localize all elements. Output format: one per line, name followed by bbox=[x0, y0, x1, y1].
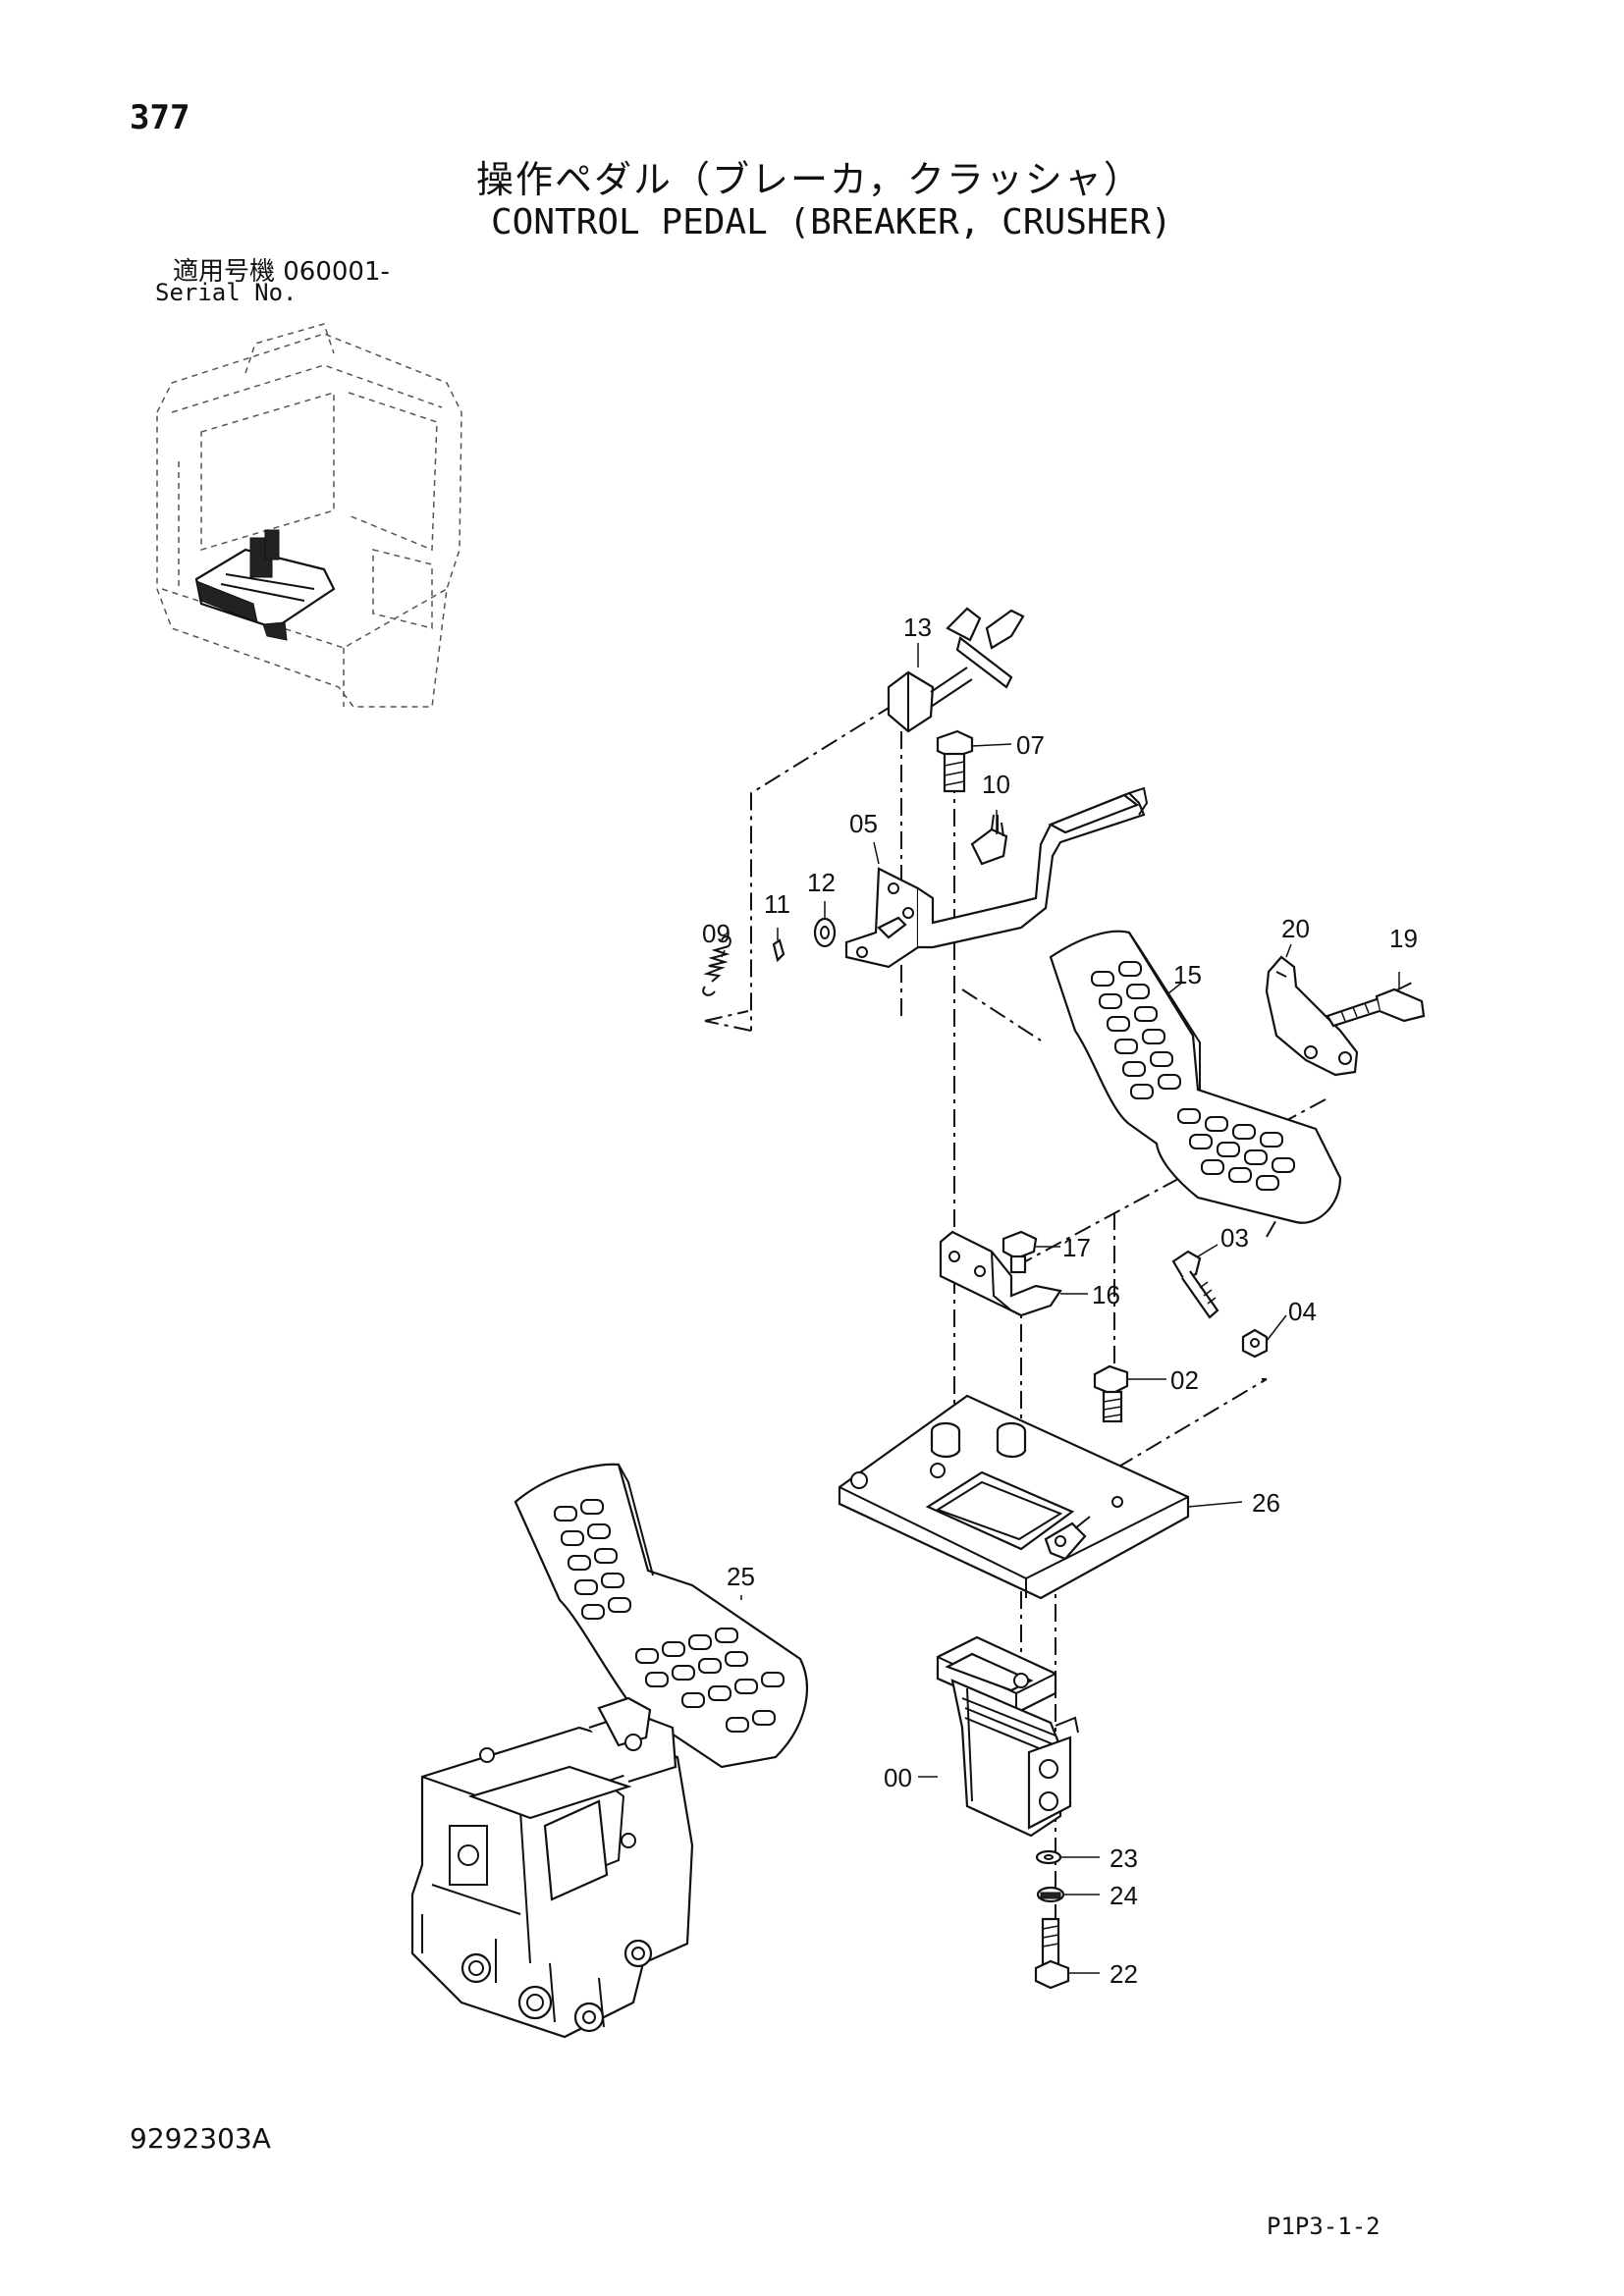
part-11-clip bbox=[772, 938, 785, 963]
callout-05: 05 bbox=[849, 809, 878, 838]
callout-03: 03 bbox=[1220, 1223, 1249, 1253]
part-25-pedal-lower bbox=[514, 1463, 808, 1769]
callout-12: 12 bbox=[807, 868, 836, 897]
part-23-washer bbox=[1035, 1849, 1062, 1865]
callout-04: 04 bbox=[1288, 1297, 1317, 1326]
part-22-bolt bbox=[1034, 1917, 1070, 1990]
part-12-washer bbox=[813, 917, 837, 948]
part-04-nut bbox=[1241, 1328, 1269, 1359]
callout-02: 02 bbox=[1170, 1365, 1199, 1395]
page-number: 377 bbox=[130, 98, 190, 137]
part-07-bolt bbox=[936, 729, 974, 793]
part-24-washer bbox=[1036, 1886, 1065, 1903]
callout-20: 20 bbox=[1281, 914, 1310, 943]
part-16-bracket bbox=[939, 1230, 1062, 1317]
part-19-bolt bbox=[1326, 988, 1426, 1028]
part-26-base-plate bbox=[838, 1394, 1190, 1600]
part-20-plate bbox=[1265, 955, 1359, 1077]
callout-19: 19 bbox=[1389, 924, 1418, 953]
callout-24: 24 bbox=[1110, 1881, 1138, 1910]
part-05-bracket bbox=[844, 786, 1149, 969]
page-title-english: CONTROL PEDAL (BREAKER, CRUSHER) bbox=[491, 202, 1172, 242]
part-15-pedal-upper bbox=[1049, 930, 1342, 1224]
pedal-15-grip-pads bbox=[1091, 961, 1295, 1191]
callout-16: 16 bbox=[1092, 1280, 1120, 1309]
part-13-lever-knob bbox=[887, 607, 1025, 733]
callout-17: 17 bbox=[1062, 1233, 1091, 1262]
callout-22: 22 bbox=[1110, 1959, 1138, 1989]
callout-11: 11 bbox=[764, 889, 790, 919]
callout-13: 13 bbox=[903, 613, 932, 642]
part-10-pin bbox=[970, 814, 1008, 866]
callout-09: 09 bbox=[702, 919, 731, 948]
serial-label-english: Serial No. bbox=[155, 279, 298, 306]
part-02-bolt bbox=[1093, 1364, 1129, 1423]
pedal-25-grip-pads bbox=[554, 1499, 785, 1733]
part-00-pilot-valve bbox=[936, 1635, 1079, 1838]
cab-location-thumbnail bbox=[156, 323, 462, 708]
callout-26: 26 bbox=[1252, 1488, 1280, 1518]
callout-10: 10 bbox=[982, 770, 1010, 799]
page-code: P1P3-1-2 bbox=[1267, 2213, 1380, 2240]
part-09-spring bbox=[702, 935, 731, 996]
callout-15: 15 bbox=[1173, 960, 1202, 989]
part-03-bolt bbox=[1171, 1250, 1219, 1319]
callout-25: 25 bbox=[727, 1562, 755, 1591]
part-17-bolt bbox=[1001, 1230, 1038, 1274]
callout-07: 07 bbox=[1016, 730, 1045, 760]
document-number: 9292303A bbox=[130, 2122, 271, 2155]
valve-block-assembly bbox=[410, 1696, 694, 2039]
callout-leader-lines bbox=[721, 643, 1400, 1974]
page-title-japanese: 操作ペダル（ブレーカ，クラッシャ） bbox=[476, 158, 1143, 201]
callout-00: 00 bbox=[884, 1763, 912, 1792]
callout-23: 23 bbox=[1110, 1843, 1138, 1873]
callout-labels: 13 07 10 05 12 11 09 15 20 19 17 16 03 0… bbox=[702, 613, 1418, 1989]
serial-range-japanese: 適用号機 060001- bbox=[173, 257, 390, 287]
